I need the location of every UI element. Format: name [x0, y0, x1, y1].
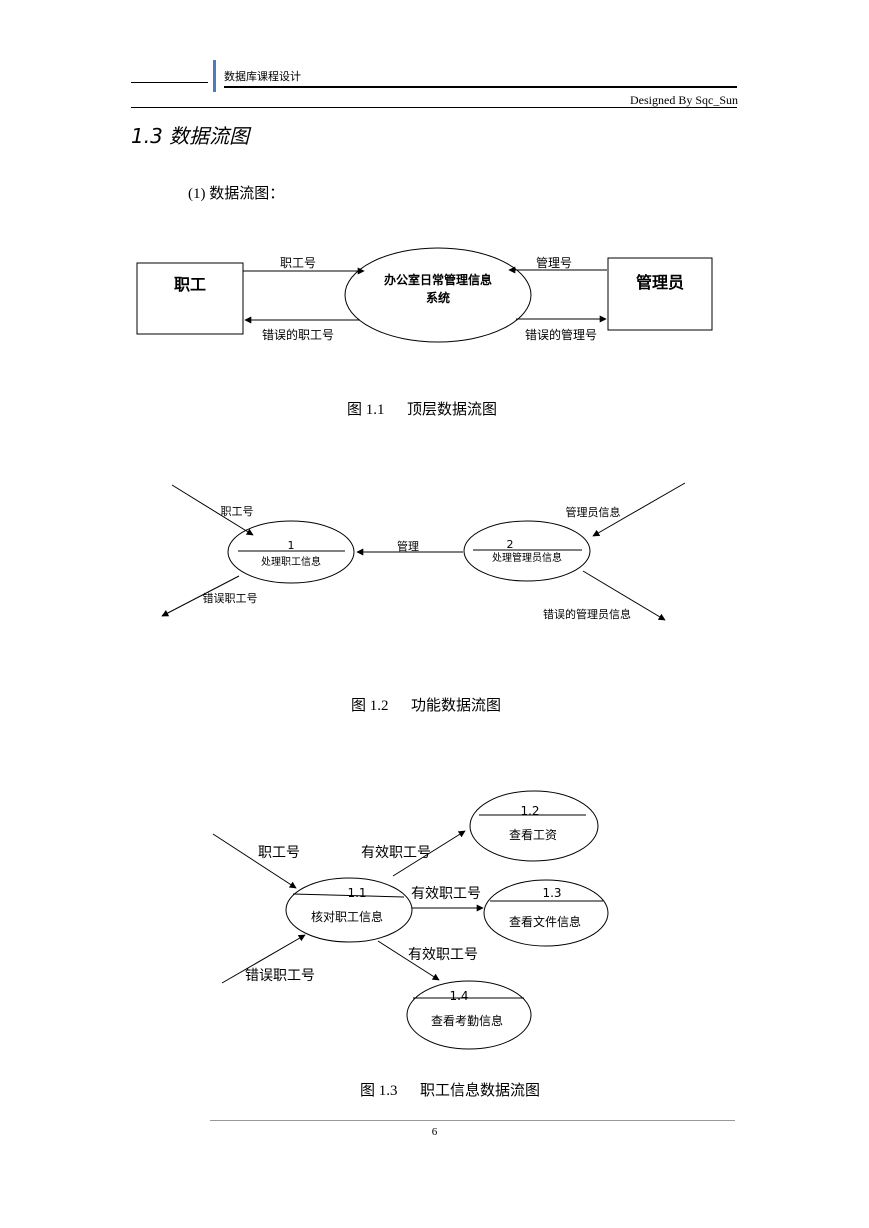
entity-staff-label: 职工: [174, 275, 206, 294]
flow-err-arrow: [221, 934, 306, 984]
flow-staff-out-label: 错误的职工号: [262, 327, 334, 342]
process-1-3-ellipse: [483, 879, 609, 947]
process-1-4-ellipse: [406, 980, 532, 1050]
process-1-number: 1: [288, 539, 295, 552]
entity-admin-label: 管理员: [636, 273, 684, 292]
header-top-rule: [224, 86, 737, 88]
process-1-3-name: 查看文件信息: [509, 914, 581, 929]
diagram-top-level: 职工 管理员 办公室日常管理信息 系统 职工号 错误的职工号 管理号 错误的管理…: [136, 247, 713, 343]
process-1-2-name: 查看工资: [509, 828, 557, 842]
process-1-1-ellipse: [285, 877, 413, 943]
process-1-3-number: 1.3: [542, 886, 561, 900]
flow-admin-in-label: 管理号: [536, 255, 572, 270]
flow-p1-in-arrow: [171, 484, 254, 536]
diagram-staff-info: 1.1 核对职工信息 1.2 查看工资 1.3 查看文件信息 1.4 查看考勤信…: [212, 790, 609, 1050]
section-title: 1.3 数据流图: [131, 124, 250, 148]
flow-valid-1-label: 有效职工号: [361, 845, 431, 861]
header-bottom-rule: [131, 107, 737, 108]
process-1-name: 处理职工信息: [261, 555, 321, 568]
process-1-2-number: 1.2: [520, 804, 539, 818]
header-accent-bar: [213, 60, 216, 92]
process-1-4-name: 查看考勤信息: [431, 1013, 503, 1028]
diagram-functional: 1 处理职工信息 2 处理管理员信息 职工号 错误职工号 管理 管理员信息 错误…: [161, 482, 686, 621]
process-1-4-number: 1.4: [449, 989, 468, 1003]
flow-staff-in-label: 职工号: [280, 256, 316, 270]
header-course-title: 数据库课程设计: [224, 70, 301, 83]
flow-p1-out-label: 错误职工号: [203, 591, 258, 605]
process-1-1-name: 核对职工信息: [311, 909, 383, 924]
header-author: Designed By Sqc_Sun: [630, 93, 738, 107]
figure-1-1-caption: 图 1.1 顶层数据流图: [347, 402, 498, 418]
footer-rule: [210, 1120, 735, 1121]
flow-in-label: 职工号: [258, 845, 300, 861]
flow-admin-out-label: 错误的管理号: [525, 327, 597, 342]
entity-admin-box: [607, 257, 713, 331]
process-1-1-number: 1.1: [347, 886, 366, 900]
flow-p2-p1-label: 管理: [397, 539, 419, 553]
flow-p1-in-label: 职工号: [221, 505, 254, 518]
process-2-ellipse: [463, 520, 591, 582]
process-system-line1: 办公室日常管理信息: [384, 272, 492, 287]
flow-p2-in-arrow: [592, 482, 686, 537]
entity-staff-box: [136, 262, 244, 335]
flow-p2-out-arrow: [582, 570, 666, 621]
figure-1-2-caption: 图 1.2 功能数据流图: [351, 698, 502, 714]
process-system-ellipse: [344, 247, 532, 343]
flow-p2-out-label: 错误的管理员信息: [543, 607, 631, 621]
process-1-1-divider: [292, 893, 405, 898]
flow-err-label: 错误职工号: [245, 968, 315, 984]
page-number: 6: [431, 1126, 438, 1138]
flow-valid-3-arrow: [377, 940, 440, 981]
flow-valid-2-label: 有效职工号: [411, 886, 481, 902]
flow-valid-3-label: 有效职工号: [408, 947, 478, 963]
header-left-rule: [131, 82, 208, 83]
process-2-name: 处理管理员信息: [492, 551, 562, 564]
process-1-2-ellipse: [469, 790, 599, 862]
process-system-line2: 系统: [426, 290, 450, 305]
process-1-ellipse: [227, 520, 355, 584]
flow-p2-in-label: 管理员信息: [566, 505, 621, 519]
intro-text: (1) 数据流图：: [188, 186, 285, 202]
figure-1-3-caption: 图 1.3 职工信息数据流图: [360, 1083, 541, 1099]
flow-valid-1-arrow: [392, 830, 466, 877]
flow-p1-out-arrow: [161, 575, 240, 617]
flow-in-arrow: [212, 833, 297, 889]
process-2-number: 2: [507, 538, 514, 551]
